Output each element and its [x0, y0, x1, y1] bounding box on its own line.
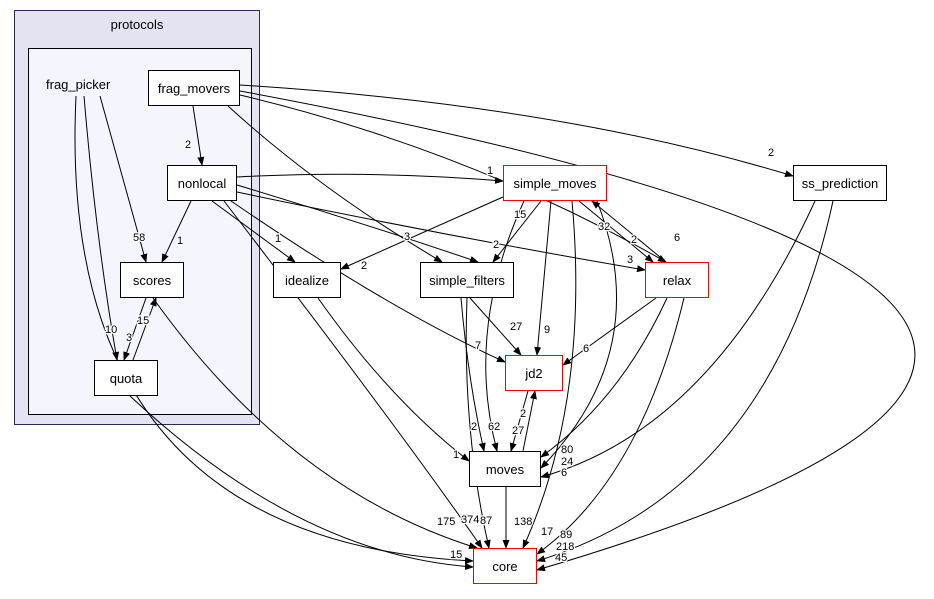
- edge-label-frag_movers-ss_prediction: 2: [768, 147, 774, 159]
- edge-label-frag_movers-core: 45: [555, 552, 567, 564]
- node-simple_filters[interactable]: simple_filters: [420, 262, 514, 298]
- edge-nonlocal-jd2: [230, 200, 506, 363]
- cluster-frag-picker-box: [28, 48, 252, 415]
- edge-label-moves-jd2: 2: [520, 408, 526, 420]
- edge-label-nonlocal-idealize: 1: [275, 233, 281, 245]
- node-simple_moves[interactable]: simple_moves: [503, 165, 607, 201]
- edge-label-frag_movers-relax: 6: [674, 232, 680, 244]
- edge-nonlocal-scores: [161, 200, 192, 263]
- edge-label-scores-core: 175: [437, 516, 455, 528]
- edge-frag_picker-core: [74, 95, 474, 565]
- edge-label-idealize-moves: 1: [453, 449, 459, 461]
- edge-label-frag_picker-quota: 10: [105, 324, 117, 336]
- edge-label-scores-quota: 3: [126, 332, 132, 344]
- edge-frag_picker-scores: [99, 95, 148, 263]
- cluster-label-protocols[interactable]: protocols: [110, 17, 164, 32]
- edge-nonlocal-simple_filters: [236, 184, 479, 263]
- edge-label-jd2-moves: 27: [512, 425, 524, 437]
- edge-label-nonlocal-scores: 1: [177, 235, 183, 247]
- edge-idealize-moves: [317, 297, 470, 462]
- edge-label-nonlocal-relax: 3: [627, 254, 633, 266]
- edge-label-simple_moves-moves: 24: [561, 456, 573, 468]
- edge-relax-jd2: [562, 297, 657, 366]
- edge-label-frag_movers-simple_filters: 3: [404, 231, 410, 243]
- edge-label-ss_prediction-moves: 6: [561, 467, 567, 479]
- edge-label-frag_picker-core: 15: [450, 549, 462, 561]
- node-moves[interactable]: moves: [469, 451, 541, 487]
- edge-quota-core: [129, 395, 474, 570]
- node-ss_prediction[interactable]: ss_prediction: [793, 165, 887, 201]
- edge-frag_movers-simple_filters: [227, 105, 443, 263]
- edge-simple_moves-relax: [578, 200, 654, 263]
- edge-moves-jd2: [522, 390, 537, 452]
- edge-scores-core: [152, 297, 478, 549]
- edge-frag_movers-nonlocal: [192, 105, 205, 166]
- edge-simple_moves-simple_filters: [492, 200, 542, 263]
- edge-label-simple_moves-relax: 2: [631, 234, 637, 246]
- edge-label-nonlocal-core: 87: [480, 515, 492, 527]
- node-core[interactable]: core: [473, 548, 537, 584]
- node-jd2[interactable]: jd2: [505, 355, 563, 391]
- edge-label-simple_filters-moves: 2: [471, 421, 477, 433]
- edge-label-simple_moves-moves: 62: [488, 421, 500, 433]
- edge-nonlocal-relax: [236, 191, 646, 273]
- node-idealize[interactable]: idealize: [273, 262, 341, 298]
- node-quota[interactable]: quota: [94, 360, 158, 396]
- edge-simple_filters-core: [465, 297, 491, 549]
- edge-relax-moves: [540, 297, 668, 458]
- node-relax[interactable]: relax: [645, 262, 709, 298]
- node-frag_movers[interactable]: frag_movers: [148, 70, 240, 106]
- edge-relax-core: [536, 297, 685, 555]
- edge-label-relax-moves: 80: [561, 444, 573, 456]
- edge-label-nonlocal-jd2: 7: [475, 340, 481, 352]
- cluster-label-frag-picker[interactable]: frag_picker: [46, 77, 111, 92]
- edge-ss_prediction-core: [536, 200, 834, 563]
- node-scores[interactable]: scores: [120, 262, 184, 298]
- edge-label-simple_moves-idealize: 2: [361, 260, 367, 272]
- edge-simple_moves-core: [522, 200, 577, 549]
- edge-label-frag_movers-nonlocal: 2: [185, 139, 191, 151]
- edge-label-simple_moves-simple_filters: 15: [514, 209, 526, 221]
- edge-nonlocal-simple_moves: [236, 173, 504, 184]
- edge-simple_moves-jd2: [534, 200, 552, 356]
- node-nonlocal[interactable]: nonlocal: [167, 165, 237, 201]
- edge-simple_filters-moves: [460, 297, 486, 452]
- edge-label-moves-core: 138: [514, 516, 532, 528]
- edge-frag_picker-quota: [83, 95, 120, 361]
- edge-label-simple_filters-jd2: 27: [510, 321, 522, 333]
- edge-ss_prediction-moves: [540, 200, 816, 479]
- edge-label-ss_prediction-core: 218: [556, 541, 574, 553]
- edge-label-simple_moves-core: 17: [541, 526, 553, 538]
- edge-simple_moves-moves: [540, 200, 618, 469]
- edge-nonlocal-core: [223, 200, 483, 549]
- edge-simple_moves-moves: [485, 200, 525, 452]
- edge-label-nonlocal-simple_moves: 1: [487, 165, 493, 177]
- edge-scores-quota: [123, 297, 147, 361]
- edge-frag_movers-relax: [239, 94, 667, 263]
- edge-label-quota-scores: 15: [137, 315, 149, 327]
- edge-simple_filters-jd2: [469, 297, 522, 356]
- edge-relax-simple_moves: [591, 200, 667, 263]
- edge-label-nonlocal-simple_filters: 2: [493, 239, 499, 251]
- edge-frag_movers-core: [239, 90, 916, 572]
- edge-simple_moves-idealize: [340, 196, 504, 270]
- edge-nonlocal-idealize: [211, 200, 296, 263]
- edge-label-simple_moves-jd2: 9: [544, 324, 550, 336]
- edge-label-relax-jd2: 6: [583, 343, 589, 355]
- edge-jd2-moves: [509, 390, 529, 452]
- edge-label-simple_filters-core: 374: [461, 514, 479, 526]
- edge-label-relax-core: 89: [560, 529, 572, 541]
- edge-label-relax-simple_moves: 32: [598, 221, 610, 233]
- edge-label-frag_picker-scores: 58: [133, 232, 145, 244]
- edge-quota-scores: [132, 297, 157, 361]
- edge-frag_movers-ss_prediction: [239, 84, 794, 178]
